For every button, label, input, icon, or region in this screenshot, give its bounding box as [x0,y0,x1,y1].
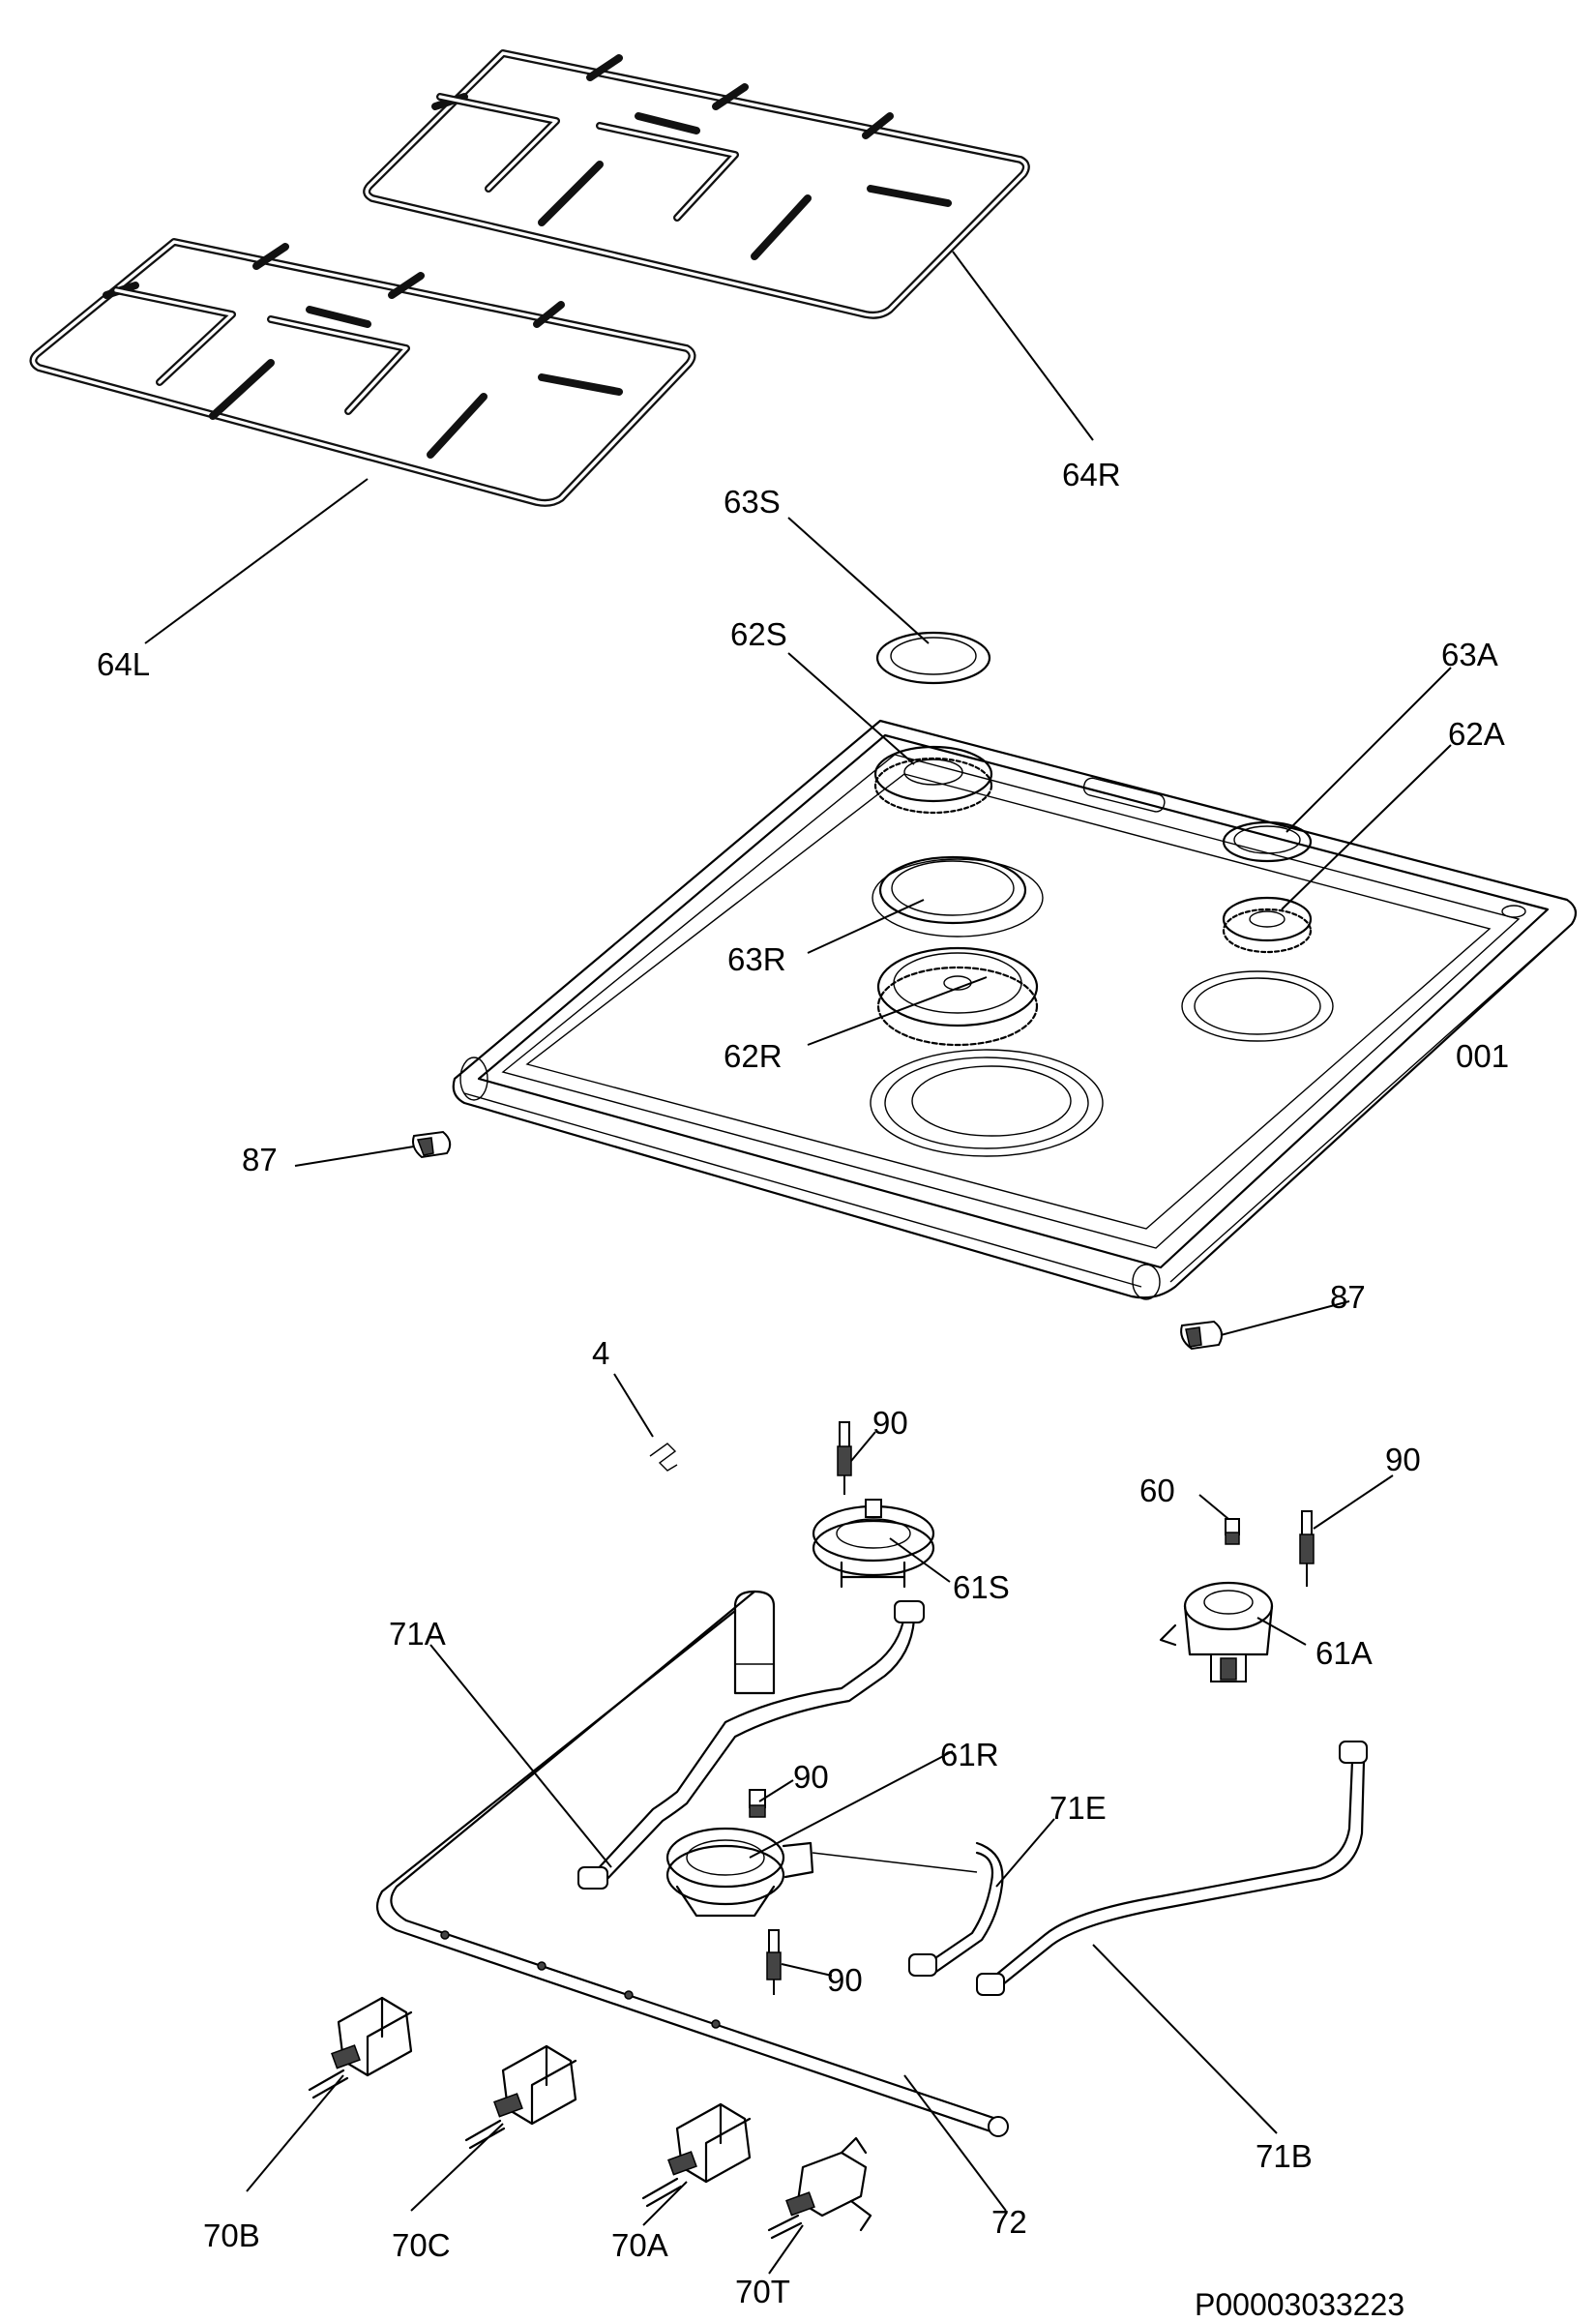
label-71A: 71A [389,1616,446,1652]
burner-cap-63R[interactable] [878,855,1027,925]
label-63A: 63A [1441,637,1498,672]
leader-lines [144,251,1452,2275]
injector-60[interactable] [1225,1518,1240,1545]
burner-crown-62S[interactable] [873,745,993,815]
label-72: 72 [991,2204,1027,2240]
label-61S: 61S [953,1569,1010,1605]
label-87-left: 87 [242,1142,278,1177]
label-70T: 70T [735,2274,790,2309]
drawing-code: P00003033223 [1195,2287,1404,2322]
pan-support-right[interactable] [363,49,1030,319]
burner-crown-62A[interactable] [1222,896,1313,954]
burner-crown-62R[interactable] [876,946,1039,1047]
label-60: 60 [1139,1473,1175,1508]
label-70B: 70B [203,2218,260,2253]
gas-valve-70B[interactable] [308,1996,413,2099]
burner-wells [870,858,1334,1157]
label-001: 001 [1456,1038,1509,1074]
ignition-electrode-top[interactable] [837,1421,852,1495]
gas-ramp-72[interactable] [375,1590,1009,2137]
burner-base-61R[interactable] [665,1827,978,1918]
label-71E: 71E [1049,1790,1107,1826]
label-64L: 64L [97,646,150,682]
label-70A: 70A [611,2227,668,2263]
pan-support-left[interactable] [29,238,696,507]
burner-cap-63A[interactable] [1222,820,1313,863]
label-61A: 61A [1315,1635,1373,1671]
ignition-electrode-right[interactable] [1299,1510,1315,1587]
rubber-foot-right[interactable] [1180,1320,1224,1351]
rubber-foot-left[interactable] [412,1130,452,1159]
gas-pipe-71B[interactable] [976,1741,1368,1996]
label-90-top: 90 [872,1405,908,1441]
gas-pipe-71A[interactable] [577,1600,925,1890]
part-labels: 64R 64L 63S 62S 63A 62A 63R 62R 001 87 8… [97,457,1509,2322]
label-70C: 70C [392,2227,451,2263]
label-87-right: 87 [1330,1279,1366,1315]
gas-valve-70C[interactable] [464,2044,577,2150]
label-63R: 63R [727,941,786,977]
label-90-mid: 90 [793,1759,829,1795]
label-62A: 62A [1448,716,1505,752]
label-61R: 61R [940,1737,999,1772]
spring-clip[interactable] [649,1443,678,1472]
burner-base-61A[interactable] [1159,1581,1274,1682]
label-90-right: 90 [1385,1442,1421,1477]
label-62S: 62S [730,616,787,652]
label-64R: 64R [1062,457,1121,492]
hob-top-panel[interactable] [452,719,1578,1300]
label-71B: 71B [1256,2138,1313,2174]
label-90-bottom: 90 [827,1962,863,1998]
label-63S: 63S [724,484,781,520]
gas-pipe-71E[interactable] [908,1841,1004,1977]
gas-valve-70A[interactable] [641,2102,752,2208]
gas-valve-70T[interactable] [767,2136,872,2240]
injector-mid[interactable] [749,1789,766,1818]
label-62R: 62R [724,1038,783,1074]
ignition-electrode-bottom[interactable] [766,1929,782,1995]
burner-base-61S[interactable] [812,1499,935,1589]
label-4: 4 [592,1335,609,1371]
burner-cap-63S[interactable] [875,631,991,685]
